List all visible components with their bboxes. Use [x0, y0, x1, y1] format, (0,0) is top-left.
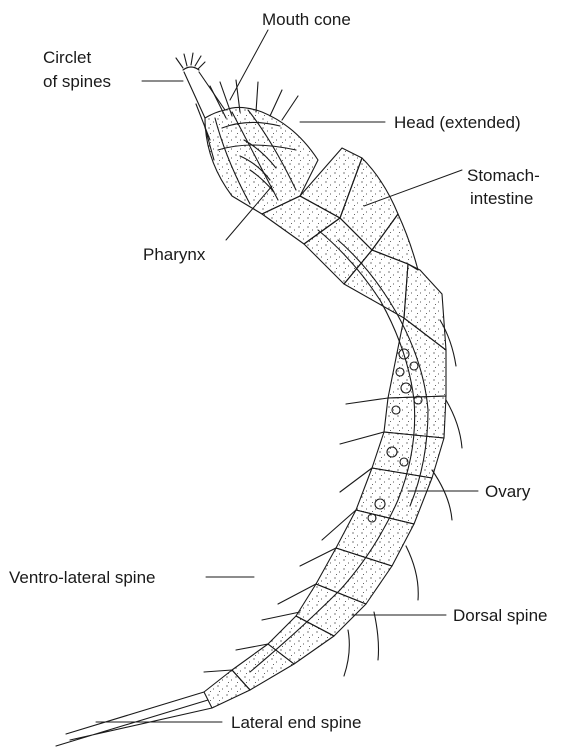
- lateral-end-spine-label: Lateral end spine: [231, 712, 361, 733]
- lateral-end-spines: [56, 692, 212, 746]
- head: [196, 80, 318, 214]
- circlet-of-spines: [176, 53, 205, 70]
- circlet-of-spines-label-line1: Circlet: [43, 47, 91, 68]
- stomach-intestine-label-line1: Stomach-: [467, 165, 540, 186]
- trunk-segments: [204, 148, 446, 708]
- ovary-label: Ovary: [485, 481, 530, 502]
- mouth-cone: [184, 72, 225, 118]
- ventro-lateral-spine-label: Ventro-lateral spine: [9, 567, 155, 588]
- dorsal-spine-label: Dorsal spine: [453, 605, 548, 626]
- mouth-cone-label: Mouth cone: [262, 9, 351, 30]
- pharynx-label: Pharynx: [143, 244, 205, 265]
- head-label: Head (extended): [394, 112, 521, 133]
- circlet-of-spines-label-line2: of spines: [43, 71, 111, 92]
- stomach-intestine-label-line2: intestine: [470, 188, 533, 209]
